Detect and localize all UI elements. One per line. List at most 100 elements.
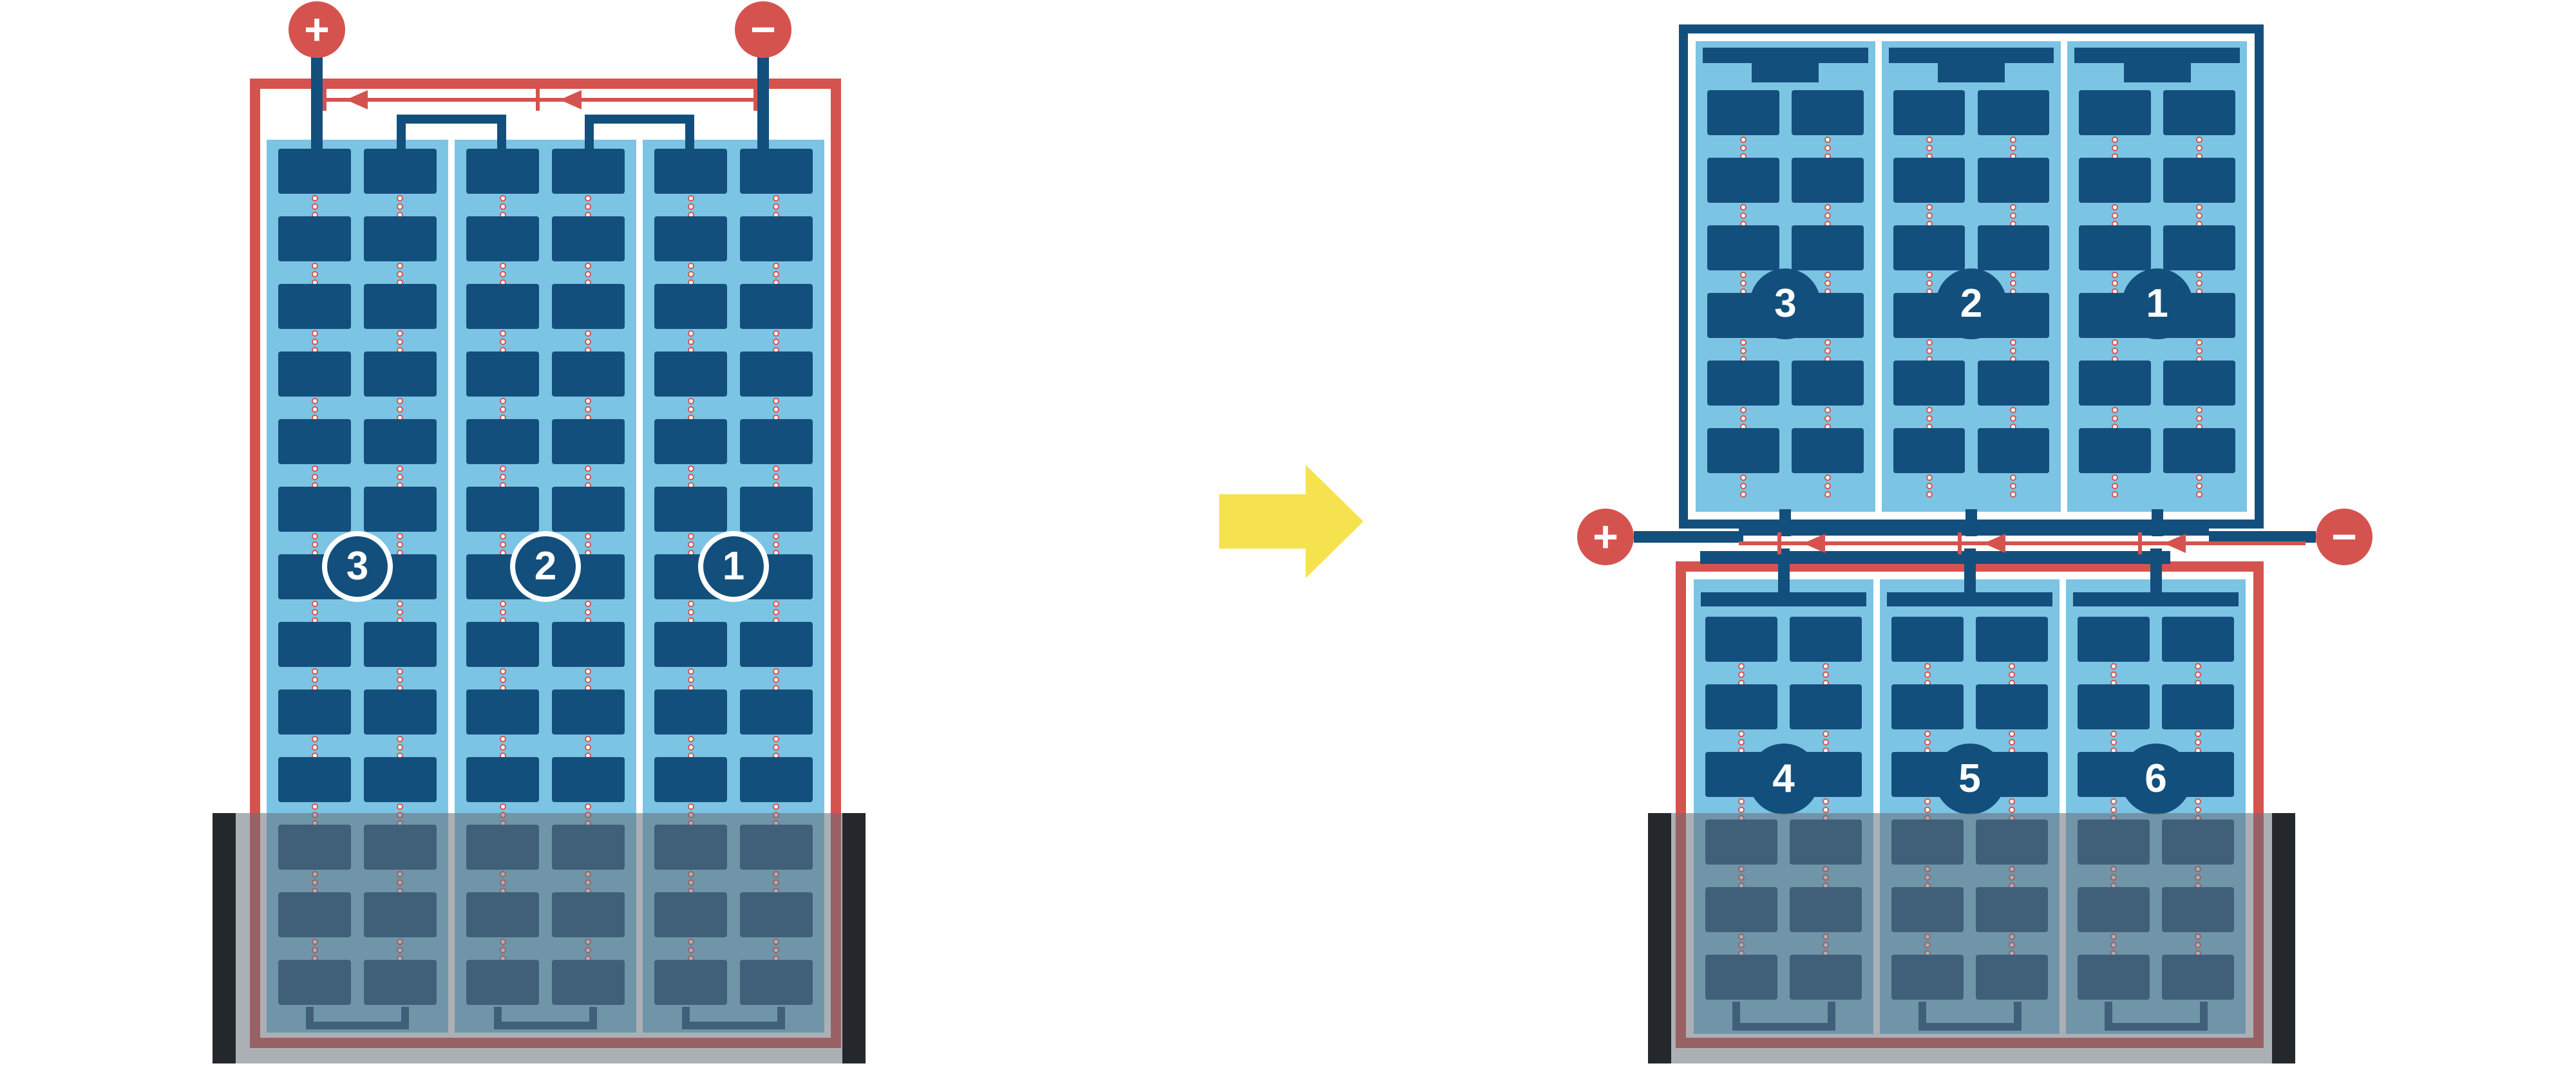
wire-dots bbox=[311, 668, 318, 691]
wire-dot bbox=[1824, 483, 1831, 489]
right-top-module-frame bbox=[1679, 24, 2264, 529]
wire-dot bbox=[2010, 474, 2017, 481]
solar-cell bbox=[1893, 158, 1965, 203]
minus-terminal-lead bbox=[757, 57, 769, 185]
wire-dot bbox=[1739, 407, 1747, 413]
wire-dot bbox=[397, 601, 404, 607]
solar-cell bbox=[363, 149, 437, 194]
wire-dot bbox=[585, 339, 592, 345]
wire-dot bbox=[2010, 415, 2017, 422]
wire-dot bbox=[2112, 415, 2119, 422]
wire-dot bbox=[773, 203, 780, 210]
wire-dot bbox=[499, 744, 506, 751]
wire-dot bbox=[687, 609, 694, 615]
wire-dots bbox=[2112, 204, 2119, 227]
wire-dot bbox=[2112, 280, 2119, 286]
wire-dot bbox=[585, 601, 592, 607]
wire-dots bbox=[773, 736, 780, 759]
wire-dot bbox=[2195, 731, 2202, 737]
wire-dot bbox=[2112, 483, 2119, 489]
solar-cell bbox=[363, 419, 437, 464]
solar-cell bbox=[654, 351, 728, 397]
cell-string-bridge bbox=[397, 115, 506, 152]
wire-dot bbox=[1739, 348, 1747, 354]
wire-dots bbox=[1823, 731, 1830, 754]
string-number: 1 bbox=[2121, 268, 2193, 339]
wire-dot bbox=[2110, 731, 2117, 737]
solar-cell bbox=[551, 351, 625, 397]
solar-cell bbox=[1893, 225, 1965, 270]
solar-cell bbox=[466, 757, 540, 802]
wire-dot bbox=[397, 398, 404, 404]
wire-dot bbox=[2112, 212, 2119, 219]
wire-dot bbox=[1926, 407, 1933, 413]
wire-dot bbox=[585, 744, 592, 751]
wire-dots bbox=[2112, 407, 2119, 430]
solar-cell bbox=[739, 149, 813, 194]
wire-dot bbox=[1739, 272, 1747, 278]
wire-tick bbox=[1777, 532, 1781, 554]
wire-dots bbox=[2112, 272, 2119, 295]
wire-dot bbox=[311, 677, 318, 683]
wire-dots bbox=[1926, 272, 1933, 295]
wire-dot bbox=[2010, 204, 2017, 211]
solar-cell bbox=[2079, 361, 2151, 406]
wire-dot bbox=[499, 195, 506, 201]
solar-cell bbox=[278, 284, 352, 329]
wire-dot bbox=[2112, 145, 2119, 151]
wire-dot bbox=[773, 271, 780, 277]
solar-cell bbox=[2163, 158, 2235, 203]
wire-dot bbox=[1926, 272, 1933, 278]
wire-dots bbox=[311, 533, 318, 556]
wire-dot bbox=[311, 474, 318, 480]
wire-dot bbox=[311, 271, 318, 277]
wire-dot bbox=[397, 271, 404, 277]
wire-dot bbox=[2009, 671, 2016, 678]
solar-cell bbox=[1977, 158, 2050, 203]
wire-dot bbox=[311, 406, 318, 413]
wire-dot bbox=[687, 736, 694, 742]
current-direction-arrow bbox=[346, 90, 368, 109]
wire-dot bbox=[397, 465, 404, 472]
solar-cell bbox=[1891, 684, 1964, 729]
wire-dots bbox=[1824, 204, 1831, 227]
wire-dots bbox=[2110, 663, 2117, 686]
wire-dot bbox=[499, 203, 506, 210]
solar-cell bbox=[1707, 158, 1779, 203]
solar-cell bbox=[1893, 428, 1965, 473]
wire-dot bbox=[1824, 415, 1831, 422]
wire-dot bbox=[687, 271, 694, 277]
wire-dot bbox=[2196, 145, 2203, 151]
wire-dots bbox=[2196, 407, 2203, 430]
wire-dot bbox=[687, 541, 694, 548]
wire-dot bbox=[1926, 145, 1933, 151]
solar-cell bbox=[278, 216, 352, 261]
wire-dot bbox=[499, 330, 506, 337]
wire-dot bbox=[397, 330, 404, 337]
solar-cell bbox=[654, 216, 728, 261]
solar-cell bbox=[1707, 361, 1779, 406]
wire-dots bbox=[1824, 407, 1831, 430]
wire-dot bbox=[585, 541, 592, 548]
solar-cell bbox=[278, 487, 352, 532]
cell-string-column: 3 bbox=[1696, 41, 1875, 536]
solar-cell bbox=[1790, 617, 1862, 662]
wire-dots bbox=[585, 195, 592, 218]
wire-dot bbox=[311, 803, 318, 810]
solar-cell bbox=[739, 689, 813, 735]
solar-cell bbox=[739, 757, 813, 802]
wire-dots bbox=[2010, 204, 2017, 227]
solar-cell bbox=[1705, 617, 1777, 662]
wire-dots bbox=[1926, 474, 1933, 498]
wire-dot bbox=[687, 263, 694, 269]
wire-dots bbox=[311, 330, 318, 353]
solar-cell bbox=[1976, 617, 2048, 662]
wire-dot bbox=[311, 533, 318, 539]
wire-dot bbox=[397, 474, 404, 480]
wire-dot bbox=[397, 203, 404, 210]
wire-dots bbox=[1738, 731, 1745, 754]
wire-dot bbox=[687, 744, 694, 751]
plus-terminal-label: + bbox=[304, 5, 330, 54]
wire-dot bbox=[311, 668, 318, 675]
solar-cell bbox=[278, 351, 352, 397]
